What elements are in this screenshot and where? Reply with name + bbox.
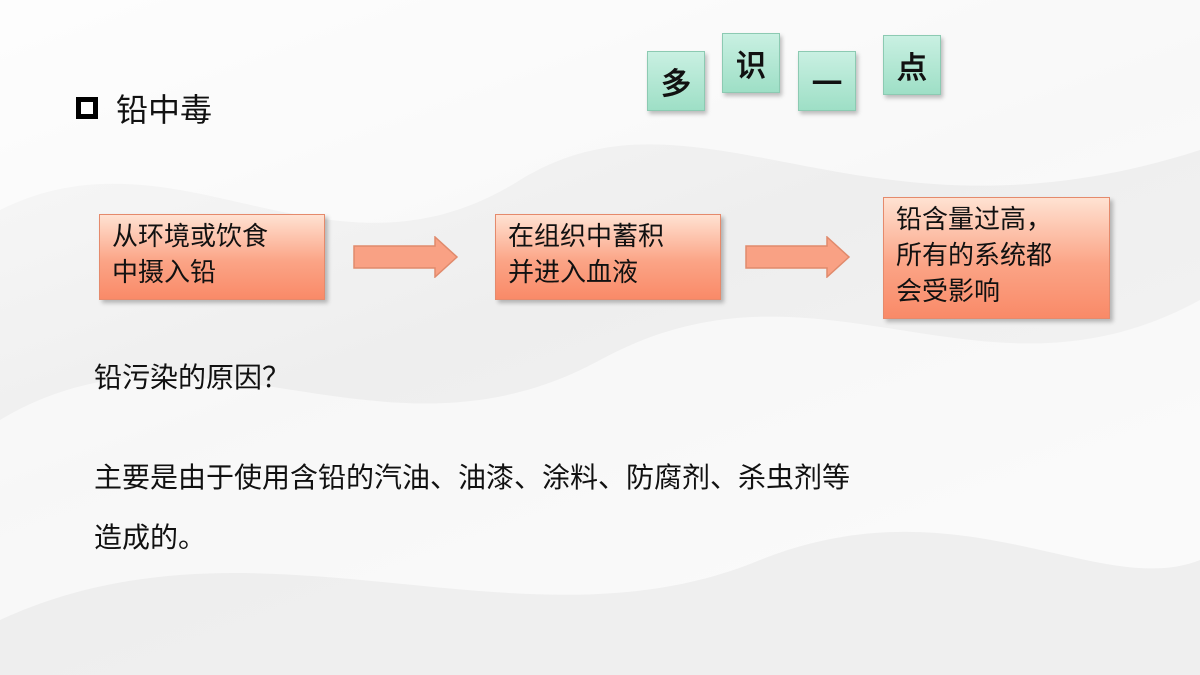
answer-line-2: 造成的。 xyxy=(94,521,207,554)
deco-tile-2: 识 xyxy=(722,33,780,93)
deco-tile-3: 一 xyxy=(798,51,856,111)
flow-arrow-1 xyxy=(353,236,459,278)
flow-step-1: 从环境或饮食 中摄入铅 xyxy=(99,214,325,300)
answer-line-1: 主要是由于使用含铅的汽油、油漆、涂料、防腐剂、杀虫剂等 xyxy=(94,461,851,494)
deco-tile-4: 点 xyxy=(883,35,941,95)
flow-step-2: 在组织中蓄积 并进入血液 xyxy=(495,214,721,300)
flow-arrow-2 xyxy=(745,236,851,278)
flow-step-3: 铅含量过高， 所有的系统都 会受影响 xyxy=(883,197,1110,319)
heading: 铅中毒 xyxy=(76,86,212,130)
bullet-square-icon xyxy=(76,97,98,119)
deco-tile-1: 多 xyxy=(647,51,705,111)
heading-title: 铅中毒 xyxy=(116,91,213,129)
question-text: 铅污染的原因？ xyxy=(94,361,291,394)
